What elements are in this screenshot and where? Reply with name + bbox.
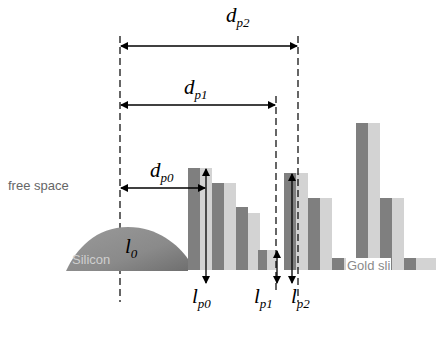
gold-bar-light xyxy=(392,198,404,270)
region-label: free space xyxy=(8,178,69,194)
dimension-label: dp1 xyxy=(184,75,208,107)
gold-bar-dark xyxy=(212,183,224,270)
gold-bar-dark xyxy=(284,173,296,270)
gold-bars xyxy=(188,123,436,270)
gold-bar-dark xyxy=(258,250,267,270)
gold-bar-dark xyxy=(236,207,248,270)
gold-bar-light xyxy=(416,258,436,270)
gold-bar-dark xyxy=(356,123,368,270)
gold-bar-dark xyxy=(404,258,416,270)
gold-bar-light xyxy=(224,183,236,270)
dimension-label: dp0 xyxy=(150,158,174,190)
dimension-label: dp2 xyxy=(226,3,250,35)
gold-bar-dark xyxy=(188,168,200,270)
material-label: Silicon xyxy=(72,252,110,267)
gold-bar-light xyxy=(320,198,332,270)
gold-bar-dark xyxy=(308,198,320,270)
gold-bar-light xyxy=(267,250,276,270)
gold-bar-dark xyxy=(332,258,344,270)
gold-bar-light xyxy=(368,123,380,270)
material-label: Gold sli xyxy=(346,258,391,273)
dimension-label: lp1 xyxy=(254,284,273,316)
dimension-label: lp0 xyxy=(192,284,211,316)
dimension-label: l0 xyxy=(125,234,137,266)
dimension-label: lp2 xyxy=(291,284,310,316)
gold-bar-light xyxy=(296,173,308,270)
